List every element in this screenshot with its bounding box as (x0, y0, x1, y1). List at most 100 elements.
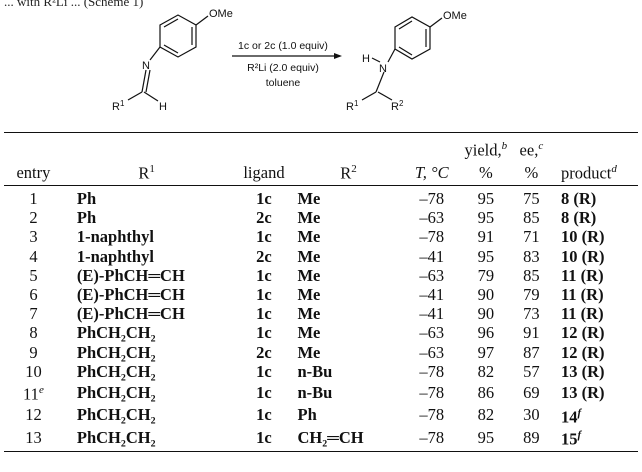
r1-cell: PhCH₂CH₂ (62, 426, 233, 453)
ee-cell: 73 (523, 304, 540, 324)
yield-cell: 90 (477, 285, 495, 305)
scheme-ome-right: OMe (443, 10, 467, 22)
entry-cell: 13 (4, 426, 63, 453)
ee-cell: 87 (523, 342, 540, 362)
ligand-cell: 2c (256, 246, 272, 266)
header-ee-top: ee,c (519, 140, 544, 160)
reaction-scheme: OMe N H R1 1c or 2c (1.0 equiv) R²Li (2.… (0, 0, 642, 128)
header-ligand: ligand (232, 159, 296, 186)
header-yield-top: yield,b (464, 140, 508, 160)
temperature-cell: –63 (419, 265, 445, 285)
temperature-cell: –78 (401, 426, 462, 453)
ee-cell: 85 (523, 265, 540, 285)
entry-cell: 10 (25, 361, 42, 381)
entry-cell: 8 (29, 323, 38, 343)
header-r2: R2 (295, 159, 402, 186)
product-cell: 14f (560, 406, 582, 427)
scheme-h-left: H (159, 101, 167, 113)
ee-cell: 83 (523, 246, 540, 266)
temperature-cell: –78 (419, 361, 445, 381)
entry-cell: 9 (29, 342, 38, 362)
yield-cell: 95 (461, 426, 510, 453)
product-cell: 11 (R) (560, 285, 604, 305)
ligand-cell: 1c (232, 426, 296, 453)
product-structure (361, 16, 443, 101)
ligand-cell: 1c (256, 405, 272, 425)
ee-cell: 71 (523, 227, 540, 247)
r1-cell: 1-naphthyl (76, 227, 154, 247)
entry-cell: 3 (29, 227, 38, 247)
product-cell: 8 (R) (560, 189, 597, 208)
product-cell: 15f (552, 426, 638, 453)
ligand-cell: 1c (256, 304, 272, 324)
temperature-cell: –63 (419, 342, 445, 362)
ligand-cell: 1c (256, 361, 272, 381)
temperature-cell: –78 (419, 382, 445, 402)
yield-cell: 95 (477, 208, 495, 228)
ee-cell: 89 (509, 426, 553, 453)
r1-cell: PhCH₂CH₂ (76, 323, 156, 343)
scheme-ome-left: OMe (209, 8, 233, 20)
scheme-r1-left: R1 (112, 99, 125, 113)
header-entry: entry (4, 159, 63, 186)
r2-cell: Ph (297, 405, 317, 425)
product-cell: 13 (R) (560, 361, 605, 381)
r2-cell: Me (297, 342, 321, 362)
temperature-cell: –78 (419, 189, 445, 208)
r2-cell: Me (297, 265, 321, 285)
yield-cell: 96 (477, 323, 495, 343)
entry-cell: 4 (29, 246, 38, 266)
product-cell: 10 (R) (560, 246, 605, 266)
scheme-r2-right: R2 (391, 99, 404, 113)
ee-cell: 57 (523, 361, 540, 381)
product-cell: 8 (R) (560, 208, 597, 228)
r1-cell: 1-naphthyl (76, 246, 154, 266)
yield-cell: 86 (477, 382, 495, 402)
temperature-cell: –63 (419, 208, 445, 228)
temperature-cell: –78 (419, 405, 445, 425)
yield-cell: 95 (477, 189, 495, 208)
temperature-cell: –63 (419, 323, 445, 343)
entry-cell: 6 (29, 285, 38, 305)
ligand-cell: 1c (256, 189, 272, 208)
ee-cell: 30 (523, 405, 540, 425)
yield-cell: 95 (477, 246, 495, 266)
entry-cell: 11e (23, 384, 44, 404)
r2-cell: Me (297, 189, 321, 208)
product-cell: 10 (R) (560, 227, 605, 247)
header-ee-unit: % (509, 159, 553, 186)
header-yield-unit: % (461, 159, 510, 186)
r2-cell: n-Bu (297, 361, 333, 381)
r1-cell: PhCH₂CH₂ (76, 382, 156, 402)
ee-cell: 69 (523, 382, 540, 402)
ee-cell: 75 (523, 189, 540, 208)
entry-cell: 12 (25, 405, 42, 425)
scheme-n-right: N (379, 63, 387, 75)
temperature-cell: –41 (419, 246, 445, 266)
caption-fragment: ... with R²Li ... (Scheme 1) (4, 0, 144, 9)
entry-cell: 1 (29, 189, 38, 208)
product-cell: 13 (R) (560, 382, 605, 402)
ee-cell: 79 (523, 285, 540, 305)
arrow-condition-mid: R²Li (2.0 equiv) (247, 62, 319, 74)
entry-cell: 7 (29, 304, 38, 324)
header-temperature: T, °C (401, 159, 462, 186)
r2-cell: Me (297, 285, 321, 305)
scheme-h-right: H (362, 53, 370, 65)
entry-cell: 2 (29, 208, 38, 228)
reactant-structure (127, 14, 209, 102)
temperature-cell: –41 (419, 304, 445, 324)
r2-cell: Me (297, 208, 321, 228)
results-table: yield,b ee,c entry R1 ligand R2 T, °C % … (4, 132, 638, 453)
r2-cell: CH₂═CH (295, 426, 402, 453)
yield-cell: 91 (477, 227, 495, 247)
yield-cell: 90 (477, 304, 495, 324)
